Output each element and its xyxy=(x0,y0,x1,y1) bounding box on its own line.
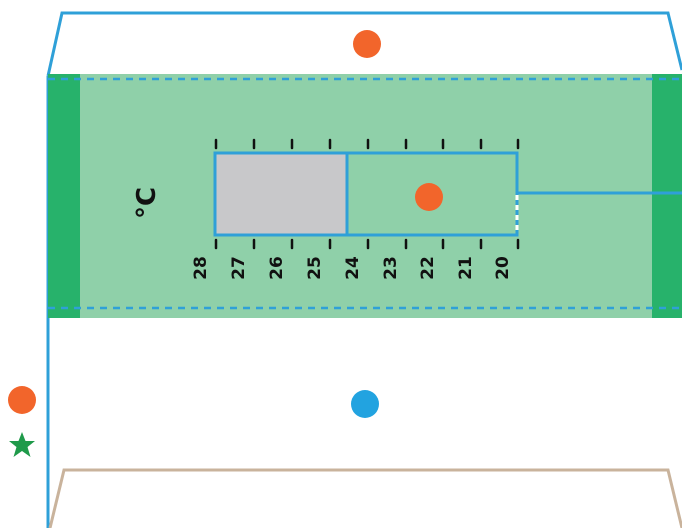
scale-gray-block xyxy=(215,153,347,235)
green-panel xyxy=(48,74,682,318)
tick-label: 20 xyxy=(493,256,513,280)
tick-label: 28 xyxy=(191,256,211,280)
lower-blue-dot xyxy=(351,390,379,418)
scale-connector xyxy=(515,153,682,195)
tick-label: 26 xyxy=(267,256,287,280)
tick-label: 27 xyxy=(229,256,249,280)
side-orange-dot xyxy=(8,386,36,414)
green-panel-left-edge xyxy=(48,74,80,318)
tick-label: 23 xyxy=(381,256,401,280)
scale-ticks-top xyxy=(214,138,520,150)
tick-label: 25 xyxy=(305,256,325,280)
top-lid-outline xyxy=(46,11,682,77)
tick-label: 21 xyxy=(456,256,476,280)
tick-label: 22 xyxy=(418,256,438,280)
center-orange-dot xyxy=(415,183,443,211)
side-green-star xyxy=(9,432,35,457)
unit-label: °C xyxy=(132,186,162,220)
top-orange-dot xyxy=(353,30,381,58)
scale-ticks-bottom xyxy=(214,238,520,250)
green-panel-right-edge xyxy=(652,74,682,318)
bottom-tan-outline xyxy=(48,468,682,528)
tick-label: 24 xyxy=(343,256,363,280)
